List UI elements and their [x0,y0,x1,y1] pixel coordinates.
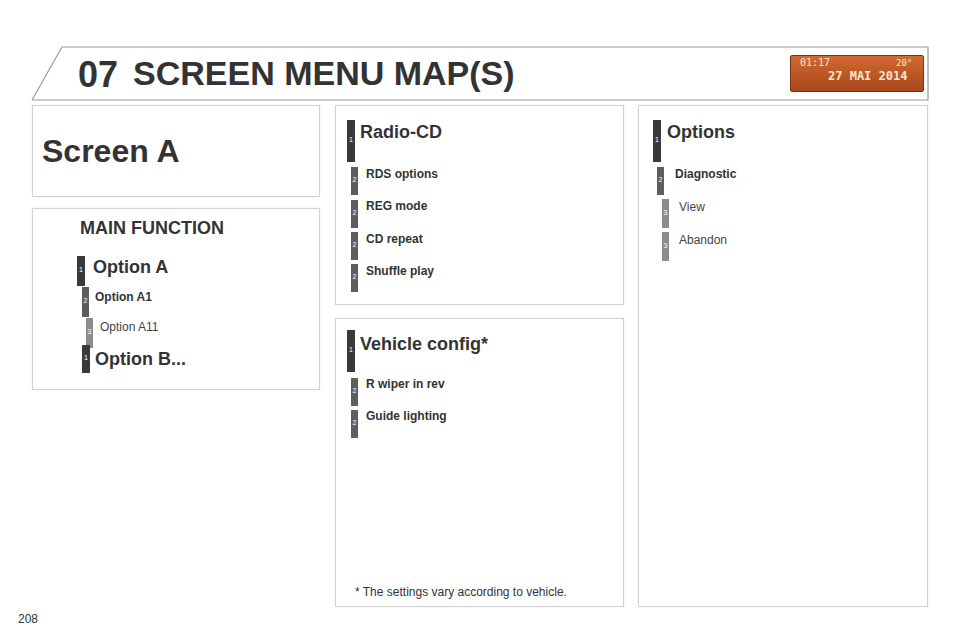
menu-heading: Radio-CD [360,122,442,144]
level-badge: 2 [351,410,358,438]
level-badge: 1 [82,345,90,373]
menu-panel: Vehicle config* R wiper in revGuide light… [335,318,624,607]
chapter-number: 07 [78,53,118,96]
menu-heading: Options [667,122,735,144]
menu-item: Diagnostic [675,167,736,181]
level-badge: 1 [77,256,85,286]
menu-heading: 01:17 [800,57,830,69]
level-badge: 2 [82,287,89,317]
menu-panel: MAIN FUNCTION Option A Option A1 Option A11… [32,208,320,390]
page-number: 208 [18,612,38,626]
menu-panel: OptionsDiagnosticViewAbandon [638,105,928,607]
menu-heading: MAIN FUNCTION [80,218,224,240]
menu-item: Abandon [679,233,727,247]
level-badge: 2 [351,378,358,406]
menu-item: REG mode [366,199,427,213]
menu-item: 20° [896,58,912,69]
level-badge: 2 [351,200,358,228]
level-badge: 3 [86,318,93,348]
menu-item: CD repeat [366,232,423,246]
level-badge: 3 [662,199,669,228]
level-badge: 2 [351,167,358,195]
menu-item: * The settings vary according to vehicle… [355,585,567,599]
menu-item: Guide lighting [366,409,447,423]
level-badge: 2 [351,264,358,292]
menu-item: Option A [93,257,168,279]
header-tab [32,47,928,100]
menu-item: Option A11 [100,320,159,334]
menu-panel: Radio-CD RDS optionsREG mode CD repeatShuf… [335,105,624,305]
level-badge: 1 [653,120,661,162]
menu-item: RDS options [366,167,438,181]
screen-panel: Screen A [32,105,320,197]
level-badge: 1 [347,330,355,372]
menu-heading: Vehicle config* [360,334,488,356]
menu-heading: Screen A [42,132,180,170]
level-badge: 2 [657,167,664,195]
dashboard-display: 01:17 20°27 MAI 2014 [790,55,924,92]
page-title: SCREEN MENU MAP(S) [133,53,515,94]
level-badge: 2 [351,232,358,260]
level-badge: 3 [662,232,669,261]
menu-item: Shuffle play [366,264,434,278]
menu-item: Option B... [95,349,186,371]
menu-item: View [679,200,705,214]
menu-item: 27 MAI 2014 [828,69,907,83]
menu-item: R wiper in rev [366,377,445,391]
menu-item: Option A1 [95,290,152,304]
level-badge: 1 [347,120,355,162]
